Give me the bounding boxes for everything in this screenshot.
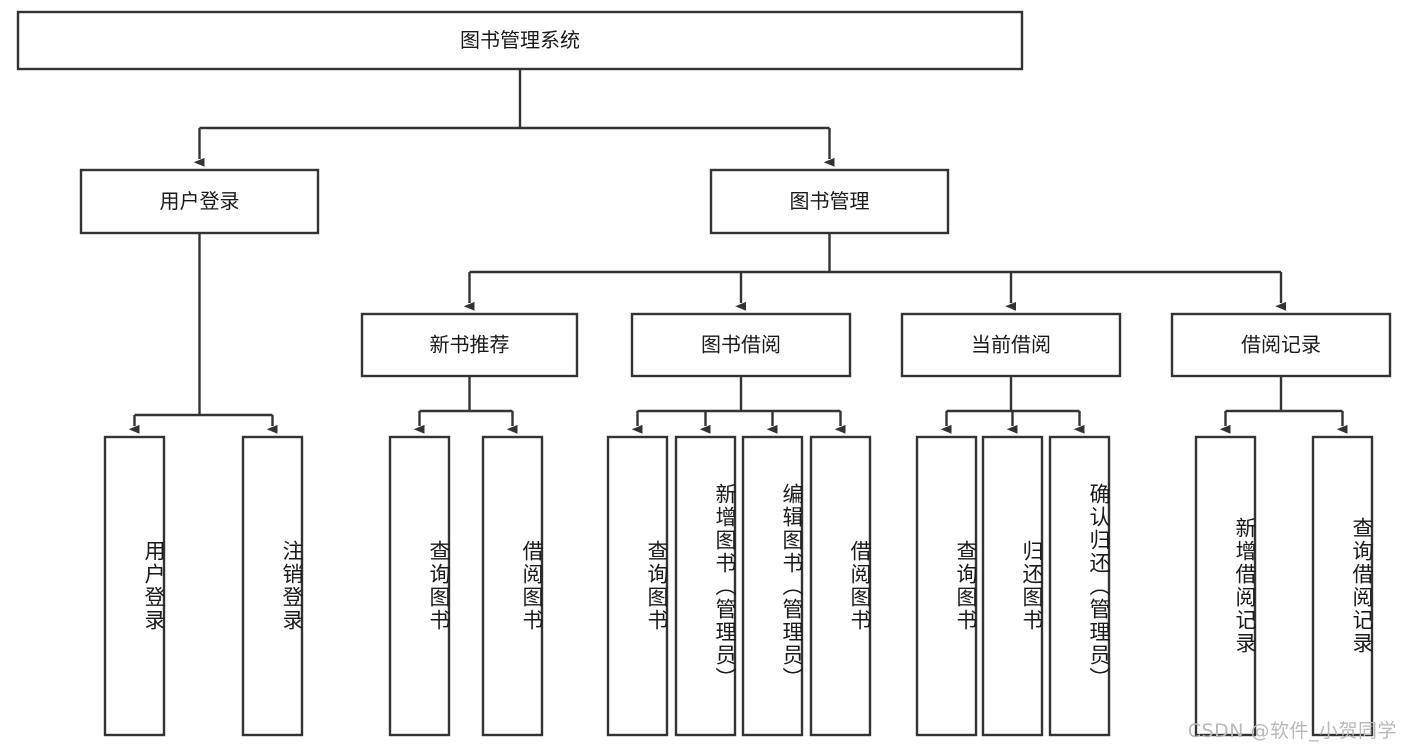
node-leaf-logout[interactable]	[241, 435, 304, 737]
node-record[interactable]: 借阅记录	[1170, 312, 1392, 378]
node-leaf-user-login[interactable]	[103, 435, 166, 737]
node-box-record[interactable]	[1170, 312, 1392, 378]
node-box-leaf-edit-book[interactable]	[741, 435, 804, 737]
node-leaf-query-book-borrow[interactable]	[606, 435, 669, 737]
node-box-newbook[interactable]	[360, 312, 579, 378]
node-leaf-borrow-book[interactable]	[809, 435, 872, 737]
node-label-newbook: 新书推荐	[430, 333, 510, 357]
node-leaf-query-record[interactable]	[1311, 435, 1374, 737]
node-box-borrow[interactable]	[630, 312, 852, 378]
node-box-leaf-query-book-current[interactable]	[915, 435, 978, 737]
node-leaf-query-book-new[interactable]	[388, 435, 451, 737]
node-box-leaf-query-book-borrow[interactable]	[606, 435, 669, 737]
node-box-login[interactable]	[79, 168, 320, 235]
node-root[interactable]: 图书管理系统	[16, 10, 1024, 71]
node-box-leaf-query-record[interactable]	[1311, 435, 1374, 737]
node-box-leaf-return-book[interactable]	[981, 435, 1044, 737]
node-box-leaf-add-book[interactable]	[674, 435, 737, 737]
node-box-leaf-user-login[interactable]	[103, 435, 166, 737]
node-borrow[interactable]: 图书借阅	[630, 312, 852, 378]
node-label-borrow: 图书借阅	[701, 333, 781, 357]
node-label-login: 用户登录	[160, 189, 240, 213]
node-leaf-borrow-book-new[interactable]	[481, 435, 544, 737]
node-box-leaf-confirm-return[interactable]	[1048, 435, 1111, 737]
node-box-leaf-query-book-new[interactable]	[388, 435, 451, 737]
node-label-record: 借阅记录	[1241, 333, 1321, 357]
node-box-leaf-add-record[interactable]	[1194, 435, 1257, 737]
node-box-root[interactable]	[16, 10, 1024, 71]
node-box-leaf-borrow-book[interactable]	[809, 435, 872, 737]
node-box-leaf-borrow-book-new[interactable]	[481, 435, 544, 737]
node-leaf-confirm-return[interactable]	[1048, 435, 1111, 737]
node-box-leaf-logout[interactable]	[241, 435, 304, 737]
node-box-bookmgmt[interactable]	[709, 168, 950, 235]
node-label-root: 图书管理系统	[460, 28, 580, 52]
node-newbook[interactable]: 新书推荐	[360, 312, 579, 378]
node-leaf-return-book[interactable]	[981, 435, 1044, 737]
node-current[interactable]: 当前借阅	[900, 312, 1122, 378]
node-leaf-query-book-current[interactable]	[915, 435, 978, 737]
node-box-current[interactable]	[900, 312, 1122, 378]
node-label-bookmgmt: 图书管理	[790, 189, 870, 213]
node-leaf-add-record[interactable]	[1194, 435, 1257, 737]
node-leaf-add-book[interactable]	[674, 435, 737, 737]
node-bookmgmt[interactable]: 图书管理	[709, 168, 950, 235]
node-leaf-edit-book[interactable]	[741, 435, 804, 737]
watermark-text: CSDN @软件_小贺同学	[1187, 720, 1397, 742]
node-login[interactable]: 用户登录	[79, 168, 320, 235]
connector-layer	[128, 69, 1348, 434]
node-label-current: 当前借阅	[971, 333, 1051, 357]
